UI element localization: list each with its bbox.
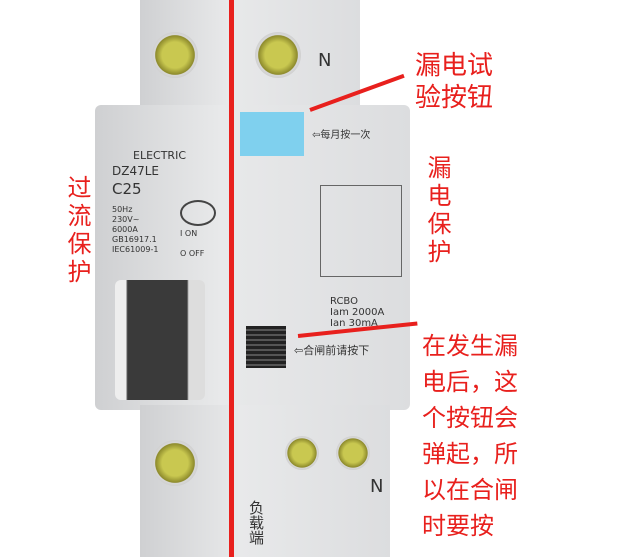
annotation-line: 电后，这: [422, 368, 518, 396]
model: DZ47LE: [112, 164, 159, 178]
test-hint: ⇦每月按一次: [312, 130, 371, 141]
spec: 230V~: [112, 215, 140, 224]
spec-ian: Ian 30mA: [330, 318, 378, 329]
spec: 50Hz: [112, 205, 133, 214]
annotation-line: 个按钮会: [422, 404, 518, 432]
screw-terminal: [336, 436, 370, 470]
terminal-n-bottom: N: [370, 476, 384, 497]
reset-button[interactable]: [246, 326, 286, 368]
annotation-line: 在发生漏: [422, 332, 518, 360]
circuit-diagram: [320, 185, 402, 277]
annotation-test-button: 漏电试验按钮: [415, 51, 494, 113]
screw-terminal: [152, 440, 198, 486]
spec-iam: Iam 2000A: [330, 307, 385, 318]
load-label: 负载端: [247, 500, 265, 545]
screw-terminal: [152, 32, 198, 78]
rcbo-label: RCBO: [330, 296, 358, 307]
screw-terminal: [285, 436, 319, 470]
terminal-n-top: N: [318, 50, 332, 71]
test-button[interactable]: [240, 112, 304, 156]
ccc-mark-icon: [180, 200, 216, 226]
annotation-line: 以在合闸: [422, 476, 518, 504]
reset-hint: ⇦合闸前请按下: [294, 344, 370, 357]
annotation-line: 弹起，所: [422, 440, 518, 468]
on-label: I ON: [180, 229, 198, 238]
screw-terminal: [255, 32, 301, 78]
brand: ELECTRIC: [133, 149, 186, 162]
annotation-leak-protect: 漏电保护: [423, 155, 451, 267]
annotation-popup: 在发生漏电后，这个按钮会弹起，所以在合闸时要按: [422, 328, 518, 544]
toggle-handle[interactable]: [115, 280, 205, 400]
annotation-overcurrent: 过流保护: [63, 175, 91, 287]
spec: IEC61009-1: [112, 245, 159, 254]
off-label: O OFF: [180, 249, 205, 258]
spec: 6000A: [112, 225, 138, 234]
spec: GB16917.1: [112, 235, 157, 244]
rating: C25: [112, 180, 142, 198]
annotation-line: 时要按: [422, 512, 494, 540]
red-divider-line: [229, 0, 234, 557]
